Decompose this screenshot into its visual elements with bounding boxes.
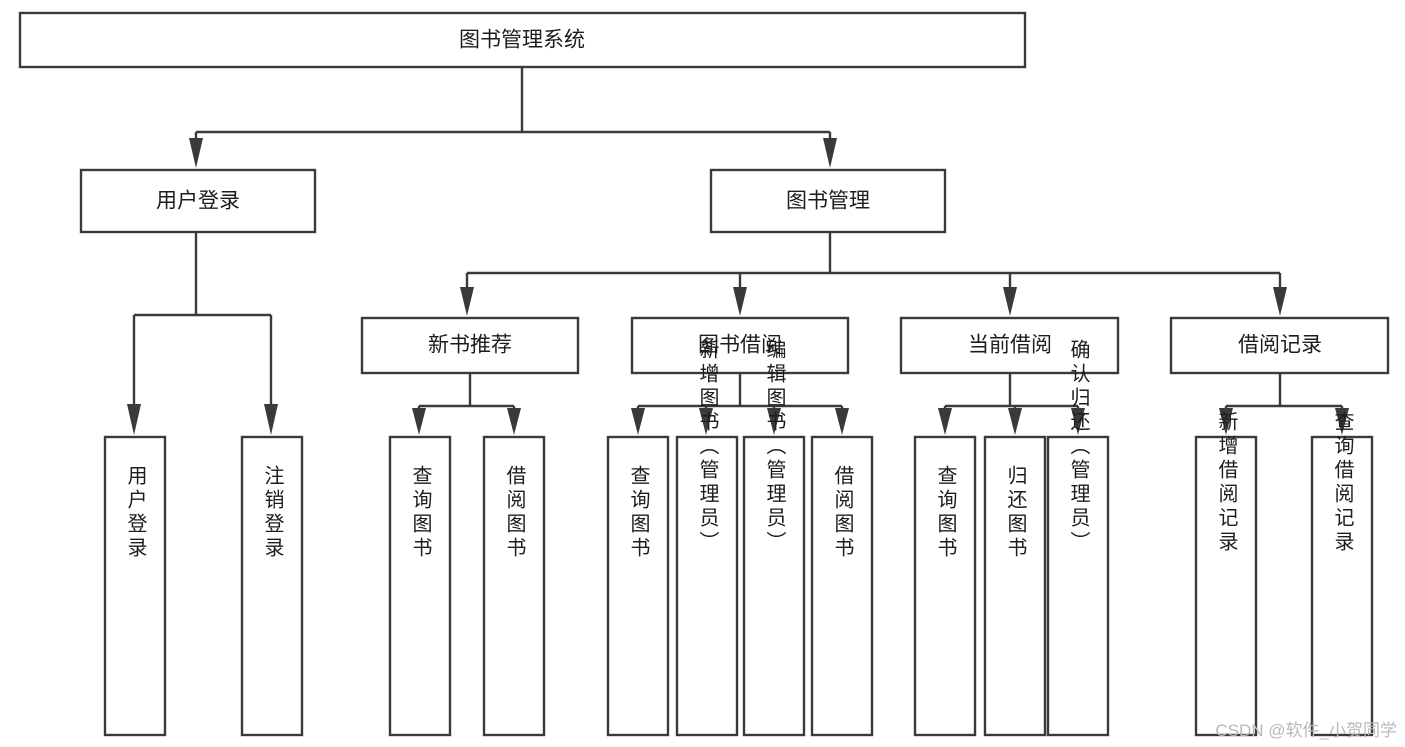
node-leaf-logout-box[interactable]	[240, 435, 304, 737]
node-book-borrow-label: 图书借阅	[698, 334, 782, 357]
node-book-mgmt-label: 图书管理	[786, 190, 870, 213]
node-leaf-query-book-2-label: 查询图书	[627, 465, 650, 561]
arrow-head-leaf-query-record	[1335, 408, 1349, 435]
arrow-head-leaf-query-book-3	[938, 408, 952, 435]
arrow-head-borrow-record	[1273, 287, 1287, 316]
node-borrow-record-label: 借阅记录	[1238, 334, 1322, 357]
arrow-head-book-mgmt	[823, 138, 837, 168]
arrow-head-leaf-confirm-return	[1071, 408, 1085, 435]
node-leaf-borrow-book-1-label: 借阅图书	[503, 465, 526, 561]
node-user-login[interactable]: 用户登录	[79, 168, 317, 234]
node-leaf-add-record[interactable]: 新增借阅记录	[1194, 411, 1258, 737]
node-root[interactable]: 图书管理系统	[18, 11, 1027, 69]
node-current-borrow[interactable]: 当前借阅	[899, 316, 1120, 375]
node-leaf-add-record-label: 新增借阅记录	[1215, 411, 1238, 555]
node-leaf-query-record-label: 查询借阅记录	[1331, 411, 1354, 555]
node-leaf-query-book-1-label: 查询图书	[409, 465, 432, 561]
arrow-head-leaf-borrow-book-1	[507, 408, 521, 435]
node-borrow-record[interactable]: 借阅记录	[1169, 316, 1390, 375]
node-leaf-add-book-label: 新增图书（管理员）	[696, 339, 719, 555]
node-leaf-confirm-return[interactable]: 确认归还（管理员）	[1046, 339, 1110, 737]
node-leaf-query-book-3[interactable]: 查询图书	[913, 435, 977, 737]
node-new-book-rec-label: 新书推荐	[428, 334, 512, 357]
node-leaf-logout-label: 注销登录	[261, 465, 284, 561]
arrow-head-leaf-borrow-book-2	[835, 408, 849, 435]
arrow-head-leaf-edit-book	[767, 408, 781, 435]
node-user-login-box[interactable]	[79, 168, 317, 234]
node-leaf-add-record-box[interactable]	[1194, 435, 1258, 737]
arrow-head-current-borrow	[1003, 287, 1017, 316]
node-leaf-query-book-1-box[interactable]	[388, 435, 452, 737]
node-leaf-return-book-label: 归还图书	[1004, 465, 1027, 561]
node-leaf-user-login[interactable]: 用户登录	[103, 435, 167, 737]
node-leaf-borrow-book-2-label: 借阅图书	[831, 465, 854, 561]
node-new-book-rec[interactable]: 新书推荐	[360, 316, 580, 375]
node-user-login-label: 用户登录	[156, 190, 240, 213]
node-leaf-edit-book[interactable]: 编辑图书（管理员）	[742, 339, 806, 737]
node-borrow-record-box[interactable]	[1169, 316, 1390, 375]
node-leaf-query-book-3-box[interactable]	[913, 435, 977, 737]
node-leaf-user-login-box[interactable]	[103, 435, 167, 737]
node-leaf-return-book[interactable]: 归还图书	[983, 435, 1047, 737]
arrow-head-leaf-query-book-1	[412, 408, 426, 435]
node-book-borrow-box[interactable]	[630, 316, 850, 375]
node-leaf-query-book-2-box[interactable]	[606, 435, 670, 737]
arrow-head-leaf-user-login	[127, 404, 141, 435]
node-leaf-user-login-label: 用户登录	[124, 465, 147, 561]
node-leaf-borrow-book-2[interactable]: 借阅图书	[810, 435, 874, 737]
node-new-book-rec-box[interactable]	[360, 316, 580, 375]
node-leaf-query-book-1[interactable]: 查询图书	[388, 435, 452, 737]
node-book-mgmt-box[interactable]	[709, 168, 947, 234]
node-leaf-borrow-book-1[interactable]: 借阅图书	[482, 435, 546, 737]
arrow-head-user-login	[189, 138, 203, 168]
node-leaf-add-book-box[interactable]	[675, 435, 739, 737]
csdn-watermark: CSDN @软件_小贺同学	[1215, 721, 1397, 740]
connector-layer	[127, 67, 1349, 435]
node-leaf-query-record-box[interactable]	[1310, 435, 1374, 737]
node-leaf-query-book-3-label: 查询图书	[934, 465, 957, 561]
node-book-mgmt[interactable]: 图书管理	[709, 168, 947, 234]
node-leaf-logout[interactable]: 注销登录	[240, 435, 304, 737]
node-book-borrow[interactable]: 图书借阅	[630, 316, 850, 375]
node-leaf-add-book[interactable]: 新增图书（管理员）	[675, 339, 739, 737]
arrow-head-leaf-add-record	[1219, 408, 1233, 435]
node-leaf-edit-book-label: 编辑图书（管理员）	[763, 339, 786, 555]
node-leaf-return-book-box[interactable]	[983, 435, 1047, 737]
arrow-head-leaf-add-book	[699, 408, 713, 435]
arrow-head-new-book-rec	[460, 287, 474, 316]
node-root-box[interactable]	[18, 11, 1027, 69]
arrow-head-leaf-return-book	[1008, 408, 1022, 435]
arrow-head-book-borrow	[733, 287, 747, 316]
node-leaf-query-record[interactable]: 查询借阅记录	[1310, 411, 1374, 737]
node-leaf-confirm-return-label: 确认归还（管理员）	[1067, 339, 1090, 555]
node-current-borrow-box[interactable]	[899, 316, 1120, 375]
node-leaf-confirm-return-box[interactable]	[1046, 435, 1110, 737]
node-leaf-edit-book-box[interactable]	[742, 435, 806, 737]
arrow-head-leaf-logout	[264, 404, 278, 435]
node-current-borrow-label: 当前借阅	[968, 334, 1052, 357]
node-leaf-borrow-book-2-box[interactable]	[810, 435, 874, 737]
node-root-label: 图书管理系统	[459, 29, 585, 52]
arrow-head-leaf-query-book-2	[631, 408, 645, 435]
node-leaf-query-book-2[interactable]: 查询图书	[606, 435, 670, 737]
node-leaf-borrow-book-1-box[interactable]	[482, 435, 546, 737]
